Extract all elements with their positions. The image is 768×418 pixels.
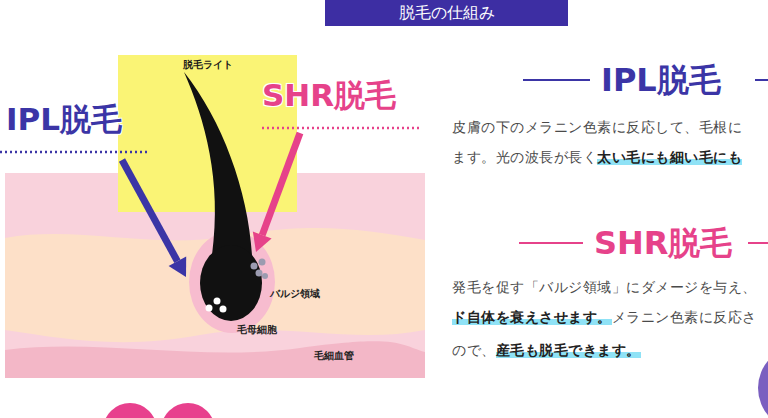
text-line: SHR脱毛 <box>594 227 732 259</box>
pointer-arrow <box>122 160 177 261</box>
heading-rule <box>519 242 583 244</box>
hair-shaft <box>184 72 252 255</box>
body-text: ます。光の波長が長く <box>452 149 597 165</box>
title-banner: 脱毛の仕組み <box>325 0 568 26</box>
part-label: バルジ領域 <box>270 288 320 299</box>
text-line: IPL脱毛 <box>6 104 122 135</box>
text-line: バルジ領域 <box>270 282 320 301</box>
part-label: 毛母細胞 <box>237 324 277 335</box>
text-line: 毛細血管 <box>314 344 354 363</box>
arrow-head <box>169 256 187 277</box>
text-line: ド自体を衰えさせます。メラニン色素に反応さ <box>452 307 757 327</box>
body-text: メラニン色素に反応さ <box>612 309 757 325</box>
bulge-cell <box>251 263 258 270</box>
arrow-head <box>253 232 272 252</box>
heading-rule <box>523 79 590 81</box>
heading-rule <box>748 242 768 244</box>
bulge-cell <box>259 259 266 266</box>
body-text: ので、 <box>452 342 496 358</box>
text-line: 発毛を促す「バルジ領域」にダメージを与え、 <box>452 277 757 297</box>
matrix-cell <box>220 306 227 313</box>
light-label: 脱毛ライト <box>118 59 297 71</box>
deco-circle <box>103 403 157 418</box>
text-line: 皮膚の下のメラニン色素に反応して、毛根に <box>452 117 742 137</box>
text-line: 毛母細胞 <box>237 318 277 337</box>
dotted-underline <box>0 151 150 154</box>
body-text: 皮膚の下のメラニン色素に反応して、毛根に <box>452 119 742 135</box>
dotted-underline <box>262 127 420 130</box>
hair-bulb <box>200 245 262 321</box>
text-line: ので、産毛も脱毛できます。 <box>452 340 641 360</box>
heading-rule <box>755 79 768 81</box>
bulge-cell <box>256 270 263 277</box>
body-text: 発毛を促す「バルジ領域」にダメージを与え、 <box>452 279 757 295</box>
part-label: 毛細血管 <box>314 350 354 361</box>
matrix-cell <box>206 305 213 312</box>
text-line: IPL脱毛 <box>601 64 721 96</box>
method-label: SHR脱毛 <box>262 77 396 113</box>
hair-sheath <box>189 231 275 333</box>
section-heading: IPL脱毛 <box>601 61 721 99</box>
text-line: ます。光の波長が長く太い毛にも細い毛にも <box>452 147 742 167</box>
section-heading: SHR脱毛 <box>594 224 732 262</box>
body-text: ド自体を衰えさせます。 <box>452 309 612 325</box>
bulge-cell <box>262 273 268 279</box>
body-text: 産毛も脱毛できます。 <box>496 342 641 358</box>
matrix-cell <box>214 298 221 305</box>
pointer-arrow <box>262 133 300 235</box>
deco-circle <box>758 346 768 418</box>
method-label: IPL脱毛 <box>6 101 122 137</box>
deco-circle <box>161 403 215 418</box>
body-text: 太い毛にも細い毛にも <box>597 149 742 165</box>
text-line: SHR脱毛 <box>262 80 396 111</box>
capillary-layer <box>5 341 425 378</box>
